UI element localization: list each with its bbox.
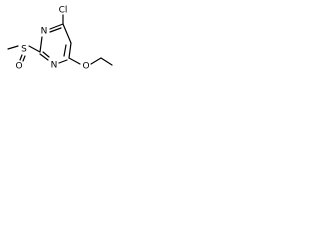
bond-n3-c2 [39, 36, 43, 53]
atom-label-n-top: N [41, 27, 48, 37]
bonds-group [7, 14, 113, 66]
atom-label-cl: Cl [59, 6, 68, 16]
bond-c2-n1-double [42, 51, 50, 58]
bond-c5-c4 [62, 23, 72, 44]
bond-c4-n3 [49, 23, 64, 30]
bond-c6-c5 [68, 42, 72, 59]
atom-label-o-ether: O [82, 62, 89, 72]
bond-c2-s [28, 45, 41, 53]
bond-c4-n3-double [49, 27, 62, 33]
bond-c5-c6-double [63, 44, 67, 57]
bond-s-o [19, 54, 23, 61]
atom-label-n-bottom: N [51, 61, 58, 71]
bond-c6-o [68, 57, 81, 65]
bond-s-methyl [7, 45, 19, 50]
atom-label-s: S [21, 45, 27, 55]
bond-s-o-double [22, 55, 26, 62]
bond-ch2-ch3 [100, 57, 113, 66]
bond-c2-n1 [39, 53, 49, 61]
atom-labels-group: Cl N N S O O [15, 6, 89, 72]
atom-label-o-sulfinyl: O [15, 62, 22, 72]
bond-o-ch2 [90, 57, 102, 65]
chemical-structure-diagram: Cl N N S O O [7, 6, 113, 72]
bond-n1-c6 [58, 59, 68, 64]
